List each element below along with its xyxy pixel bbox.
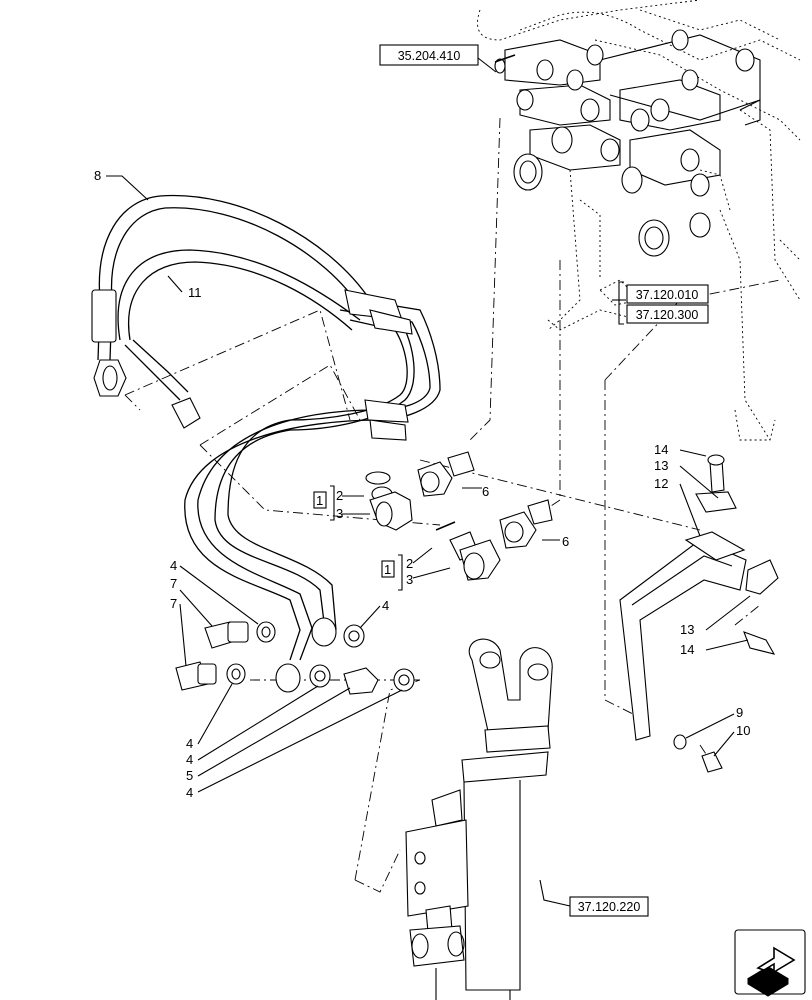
callout-3: 3 <box>406 572 413 587</box>
callout-6: 6 <box>562 534 569 549</box>
quick-couplers <box>494 29 755 257</box>
kit-bracket-lower <box>381 554 403 591</box>
assembly-lines <box>124 117 781 893</box>
callout-10: 10 <box>736 723 750 738</box>
next-page-arrow-icon[interactable] <box>734 929 806 997</box>
callout-numbers: 8 11 1 2 3 6 1 2 3 6 4 7 7 4 4 4 5 4 14 … <box>94 168 750 800</box>
callout-14: 14 <box>680 642 694 657</box>
callout-1: 1 <box>316 493 323 508</box>
reference-label: 35.204.410 <box>398 49 461 63</box>
leader-lines <box>106 57 751 907</box>
callout-13: 13 <box>654 458 668 473</box>
callout-7: 7 <box>170 576 177 591</box>
reference-37-120-300[interactable]: 37.120.300 <box>626 304 709 324</box>
callout-2: 2 <box>406 556 413 571</box>
callout-11: 11 <box>188 285 202 300</box>
reference-label: 37.120.300 <box>636 308 699 322</box>
callout-2: 2 <box>336 488 343 503</box>
callout-1: 1 <box>384 562 391 577</box>
callout-8: 8 <box>94 168 101 183</box>
callout-6: 6 <box>482 484 489 499</box>
fittings-group-lower <box>435 499 553 581</box>
callout-4: 4 <box>186 785 193 800</box>
valve-block-assembly <box>477 0 801 441</box>
hose-assembly-11 <box>117 249 361 429</box>
callout-12: 12 <box>654 476 668 491</box>
callout-13: 13 <box>680 622 694 637</box>
callout-4: 4 <box>382 598 389 613</box>
washers-plugs <box>175 621 415 695</box>
callout-14: 14 <box>654 442 668 457</box>
kit-bracket-upper <box>313 485 335 521</box>
hose-bracket <box>619 454 779 773</box>
reference-label: 37.120.010 <box>636 288 699 302</box>
reference-37-120-220[interactable]: 37.120.220 <box>569 896 649 917</box>
callout-5: 5 <box>186 768 193 783</box>
reference-37-120-010[interactable]: 37.120.010 <box>618 281 709 325</box>
hose-loops <box>184 289 441 693</box>
hose-assembly-8 <box>91 194 371 397</box>
callout-4: 4 <box>186 752 193 767</box>
callout-4: 4 <box>186 736 193 751</box>
reference-35-204-410[interactable]: 35.204.410 <box>379 44 479 66</box>
fittings-group-upper <box>365 451 475 531</box>
callout-9: 9 <box>736 705 743 720</box>
reference-label: 37.120.220 <box>578 900 641 914</box>
hydraulic-cylinder <box>405 638 553 1000</box>
callout-4: 4 <box>170 558 177 573</box>
callout-3: 3 <box>336 506 343 521</box>
callout-7: 7 <box>170 596 177 611</box>
